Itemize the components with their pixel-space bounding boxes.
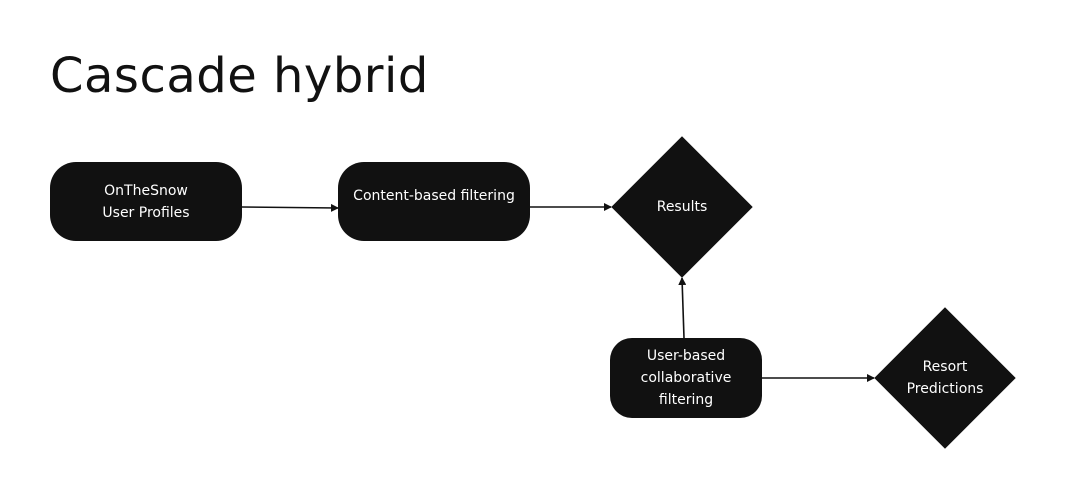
node-results: Results <box>611 136 753 278</box>
node-resort-predictions: Resort Predictions <box>874 307 1016 449</box>
node-results-label: Results <box>656 199 708 215</box>
node-resort-predictions-line1: Resort <box>922 359 968 375</box>
node-collaborative-filtering-line1: User-based <box>646 348 726 364</box>
node-content-based-filtering-label: Content-based filtering <box>353 187 515 204</box>
edge-collab-to-results <box>678 277 687 339</box>
edge-profiles-to-content <box>241 203 339 212</box>
page-title: Cascade hybrid <box>50 48 429 104</box>
node-user-profiles: OnTheSnow User Profiles <box>50 162 242 241</box>
node-collaborative-filtering: User-based collaborative filtering <box>610 338 762 418</box>
node-user-profiles-line2: User Profiles <box>102 204 190 221</box>
node-collaborative-filtering-line2: collaborative <box>640 370 732 386</box>
node-content-based-filtering: Content-based filtering <box>338 162 530 241</box>
node-collaborative-filtering-line3: filtering <box>658 392 714 408</box>
node-user-profiles-line1: OnTheSnow <box>104 182 188 199</box>
node-resort-predictions-line2: Predictions <box>906 381 984 397</box>
